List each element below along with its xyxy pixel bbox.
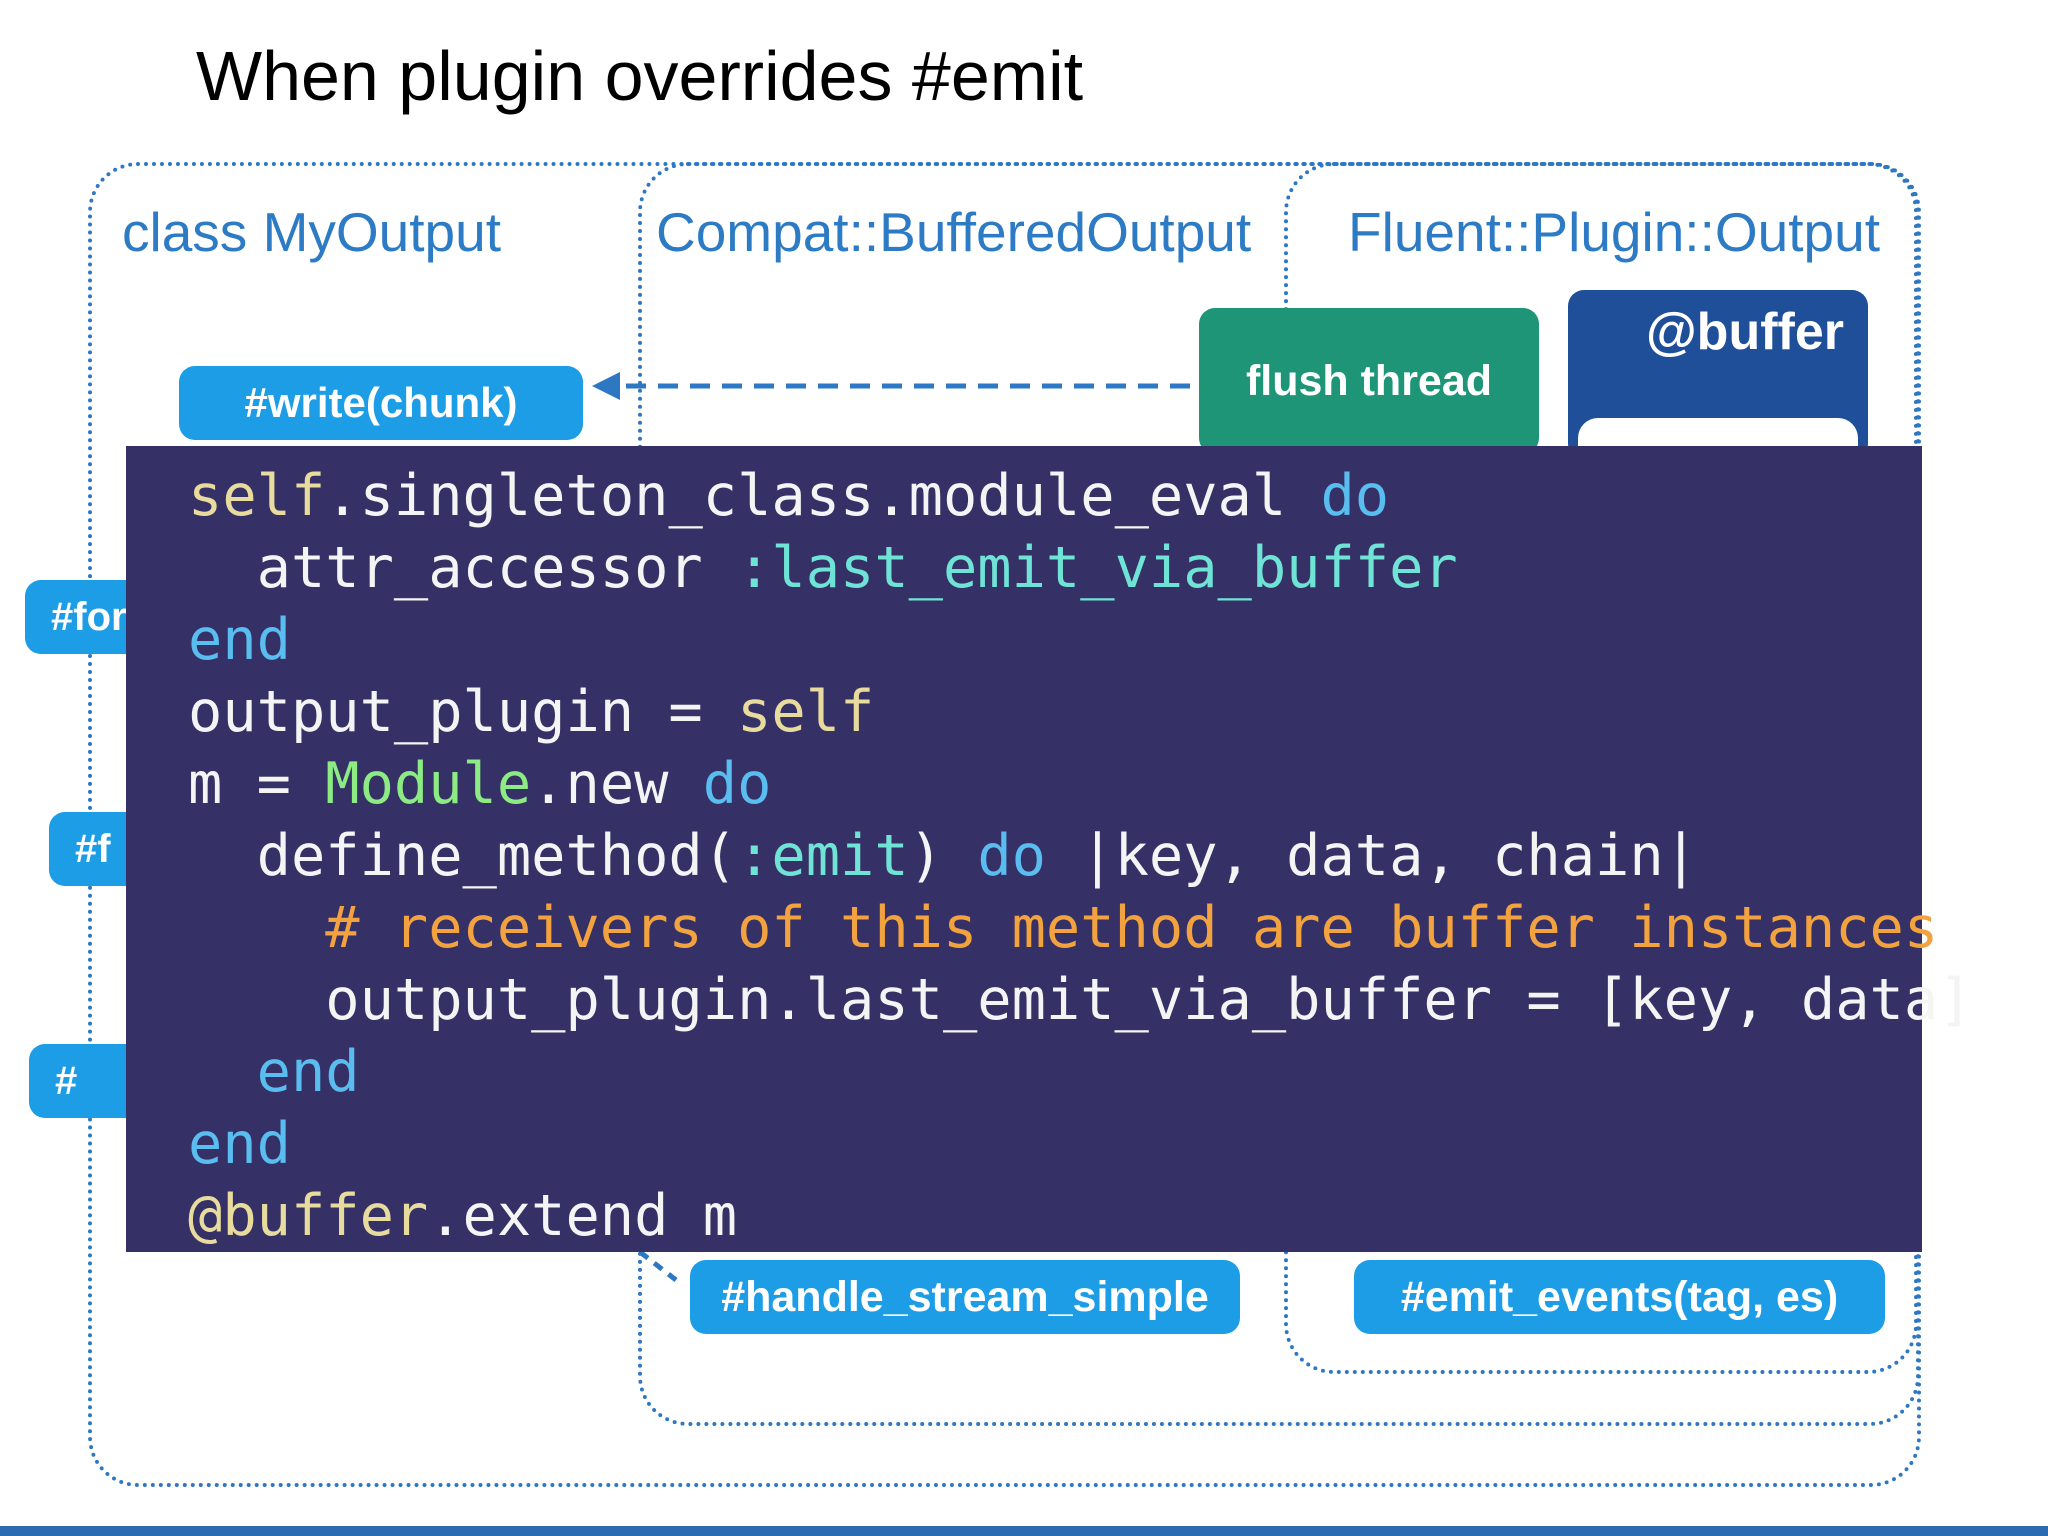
code-line: end [188,1108,1922,1180]
code-token: do [977,823,1046,889]
code-line: attr_accessor :last_emit_via_buffer [188,532,1922,604]
code-token: self [188,463,326,529]
code-line: @buffer.extend m [188,1180,1922,1252]
code-token: :last_emit_via_buffer [737,535,1458,601]
code-token: m = [188,751,326,817]
code-token: define_method( [188,823,738,889]
code-line: m = Module.new do [188,748,1922,820]
code-token: .new [531,751,703,817]
code-token: |key, data, chain| [1045,823,1698,889]
slide-title: When plugin overrides #emit [196,37,1084,115]
code-token: :emit [737,823,909,889]
code-token: output_plugin = [188,679,738,745]
code-token: .extend m [428,1183,738,1249]
flush-thread-node: flush thread [1199,308,1539,454]
code-line: define_method(:emit) do |key, data, chai… [188,820,1922,892]
code-token: do [1320,463,1390,529]
code-line: end [188,1036,1922,1108]
code-token: Module [325,751,532,817]
emit-events-method: #emit_events(tag, es) [1354,1260,1885,1334]
write-chunk-method: #write(chunk) [179,366,583,440]
code-token: attr_accessor [188,535,738,601]
code-token: do [702,751,772,817]
code-token: ) [908,823,978,889]
code-token: end [188,1039,360,1105]
code-line: # receivers of this method are buffer in… [188,892,1938,964]
compat-label: Compat::BufferedOutput [656,201,1252,263]
code-token: output_plugin.last_emit_via_buffer = [ke… [188,967,1973,1033]
code-token: @buffer [188,1183,429,1249]
code-token: .singleton_class.module_eval [325,463,1321,529]
code-token: self [737,679,875,745]
code-line: output_plugin.last_emit_via_buffer = [ke… [188,964,1972,1036]
code-line: end [188,604,1922,676]
code-token: end [188,607,291,673]
my-output-label: class MyOutput [122,201,502,263]
code-token: end [188,1111,291,1177]
code-line: output_plugin = self [188,676,1922,748]
handle-stream-simple-method: #handle_stream_simple [690,1260,1240,1334]
code-token: # receivers of this method are buffer in… [188,895,1939,961]
fluent-label: Fluent::Plugin::Output [1348,201,1880,263]
code-line: self.singleton_class.module_eval do [188,460,1922,532]
code-overlay-panel: self.singleton_class.module_eval do attr… [126,446,1972,1252]
bottom-accent-bar [0,1526,2048,1536]
